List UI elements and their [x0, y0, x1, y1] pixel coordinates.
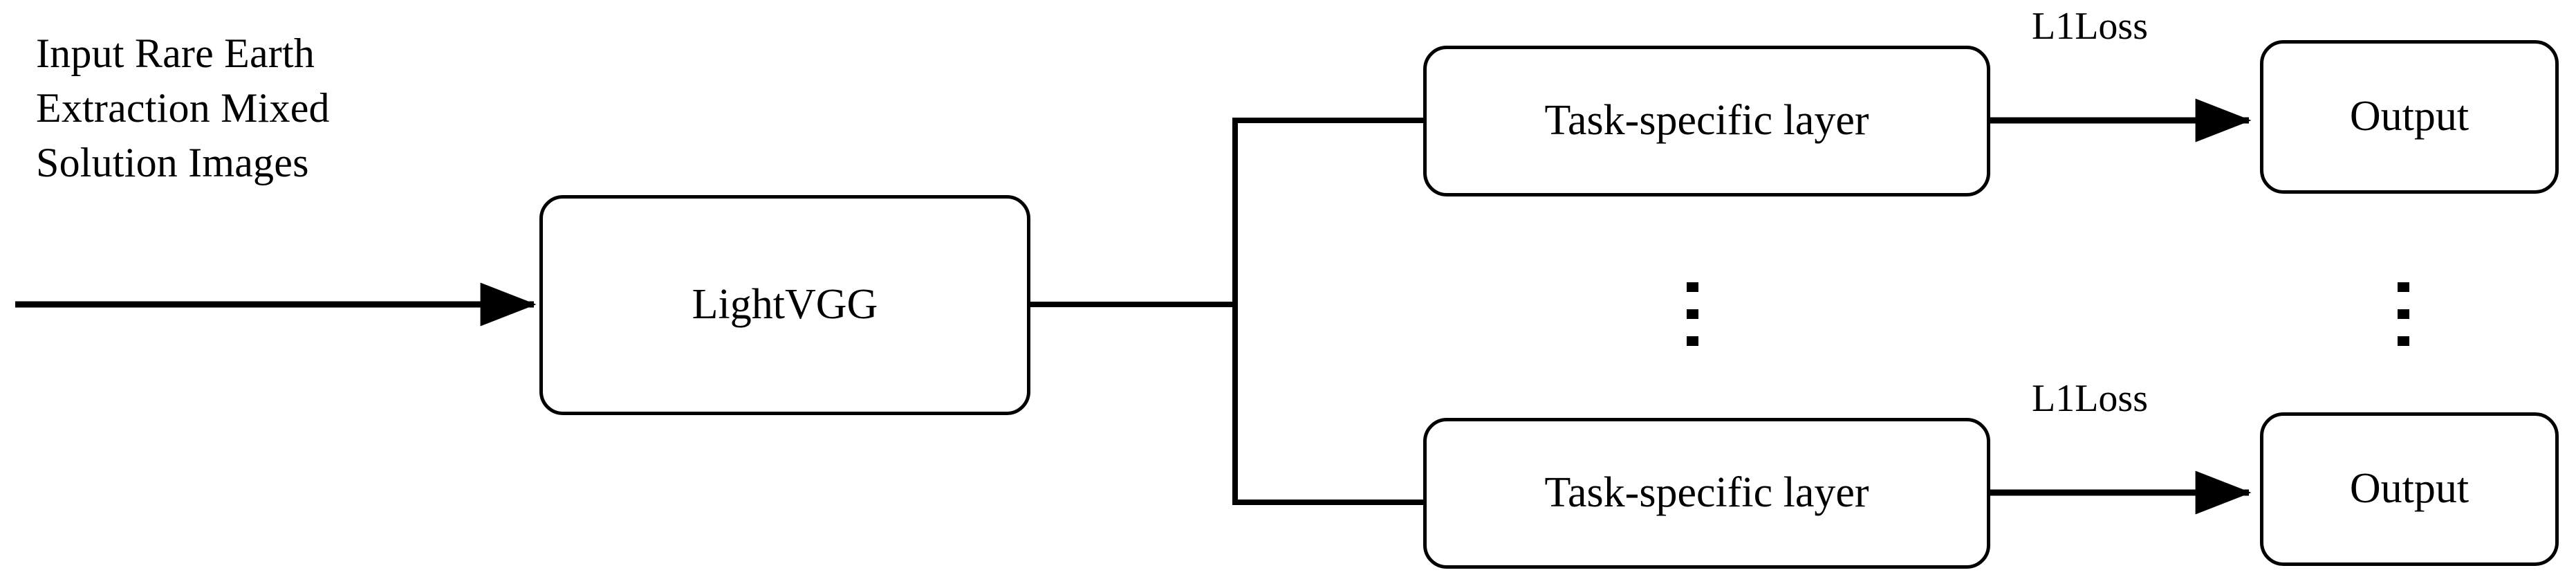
loss-label-top: L1Loss [2032, 5, 2148, 48]
node-output-bottom-label: Output [2349, 465, 2470, 513]
loss-label-bottom: L1Loss [2032, 377, 2148, 420]
ellipsis-dot [2397, 309, 2409, 319]
node-output-top-label: Output [2349, 93, 2470, 140]
node-task-specific-layer-top[interactable]: Task-specific layer [1423, 46, 1990, 196]
ellipsis-dot [1686, 282, 1698, 292]
node-output-top[interactable]: Output [2260, 40, 2559, 194]
node-lightvgg[interactable]: LightVGG [539, 195, 1030, 415]
node-lightvgg-label: LightVGG [692, 281, 878, 329]
input-caption: Input Rare Earth Extraction Mixed Soluti… [36, 30, 330, 186]
node-output-bottom[interactable]: Output [2260, 412, 2559, 566]
node-task-specific-layer-bottom[interactable]: Task-specific layer [1423, 418, 1990, 569]
vertical-ellipsis-outputs [2394, 282, 2412, 346]
node-task-specific-layer-top-label: Task-specific layer [1544, 97, 1869, 145]
ellipsis-dot [2397, 282, 2409, 292]
vertical-ellipsis-task-layers [1683, 282, 1701, 346]
ellipsis-dot [1686, 309, 1698, 319]
node-task-specific-layer-bottom-label: Task-specific layer [1544, 469, 1869, 517]
ellipsis-dot [2397, 336, 2409, 346]
ellipsis-dot [1686, 336, 1698, 346]
